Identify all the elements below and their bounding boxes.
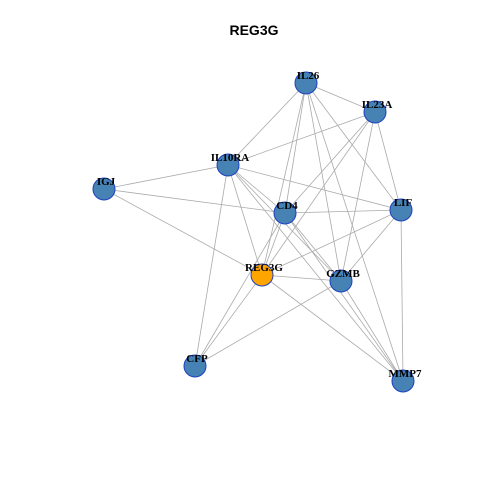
edge-igj-reg3g bbox=[103, 188, 263, 276]
edge-il26-lif bbox=[305, 82, 402, 211]
node-label-mmp7: MMP7 bbox=[389, 368, 422, 380]
edge-layer bbox=[103, 82, 404, 382]
node-cd4 bbox=[273, 201, 297, 225]
edge-gzmb-mmp7 bbox=[340, 280, 404, 382]
edge-cd4-gzmb bbox=[284, 212, 342, 282]
edge-il10ra-reg3g bbox=[227, 164, 263, 276]
edge-il23a-lif bbox=[374, 111, 402, 211]
node-il23a bbox=[363, 100, 387, 124]
edge-il10ra-mmp7 bbox=[227, 164, 404, 382]
node-lif bbox=[389, 198, 413, 222]
node-gzmb bbox=[329, 269, 353, 293]
node-label-cfp: CFP bbox=[186, 353, 208, 365]
edge-il26-il10ra bbox=[227, 82, 307, 166]
edge-il26-il23a bbox=[305, 82, 376, 113]
node-label-cd4: CD4 bbox=[276, 200, 298, 212]
node-label-il10ra: IL10RA bbox=[211, 152, 250, 164]
node-mmp7 bbox=[391, 369, 415, 393]
edge-lif-reg3g bbox=[261, 209, 402, 276]
edge-il26-cd4 bbox=[284, 82, 307, 214]
edge-il26-gzmb bbox=[305, 82, 342, 282]
edge-reg3g-mmp7 bbox=[261, 274, 404, 382]
node-label-il23a: IL23A bbox=[362, 99, 393, 111]
edge-il10ra-cd4 bbox=[227, 164, 286, 214]
node-label-lif: LIF bbox=[394, 197, 413, 209]
edge-cd4-cfp bbox=[194, 212, 286, 367]
edge-il23a-cd4 bbox=[284, 111, 376, 214]
node-label-igj: IGJ bbox=[97, 176, 116, 188]
edge-il10ra-igj bbox=[103, 164, 229, 190]
edge-il23a-gzmb bbox=[340, 111, 376, 282]
edge-cd4-lif bbox=[284, 209, 402, 214]
node-reg3g bbox=[250, 263, 274, 287]
node-cfp bbox=[183, 354, 207, 378]
edge-lif-gzmb bbox=[340, 209, 402, 282]
edge-il10ra-cfp bbox=[194, 164, 229, 367]
node-layer bbox=[92, 71, 415, 393]
graph-title: REG3G bbox=[229, 22, 278, 38]
node-label-gzmb: GZMB bbox=[326, 268, 360, 280]
node-il10ra bbox=[216, 153, 240, 177]
edge-il10ra-lif bbox=[227, 164, 402, 211]
edge-reg3g-gzmb bbox=[261, 274, 342, 282]
node-label-reg3g: REG3G bbox=[245, 262, 283, 274]
node-il26 bbox=[294, 71, 318, 95]
edge-il26-reg3g bbox=[261, 82, 307, 276]
edge-lif-mmp7 bbox=[400, 209, 404, 382]
edge-gzmb-cfp bbox=[194, 280, 342, 367]
edge-cd4-mmp7 bbox=[284, 212, 404, 382]
edge-reg3g-cfp bbox=[194, 274, 263, 367]
node-igj bbox=[92, 177, 116, 201]
edge-il23a-reg3g bbox=[261, 111, 376, 276]
edge-igj-cd4 bbox=[103, 188, 286, 214]
edge-il23a-il10ra bbox=[227, 111, 376, 166]
node-label-il26: IL26 bbox=[297, 70, 320, 82]
